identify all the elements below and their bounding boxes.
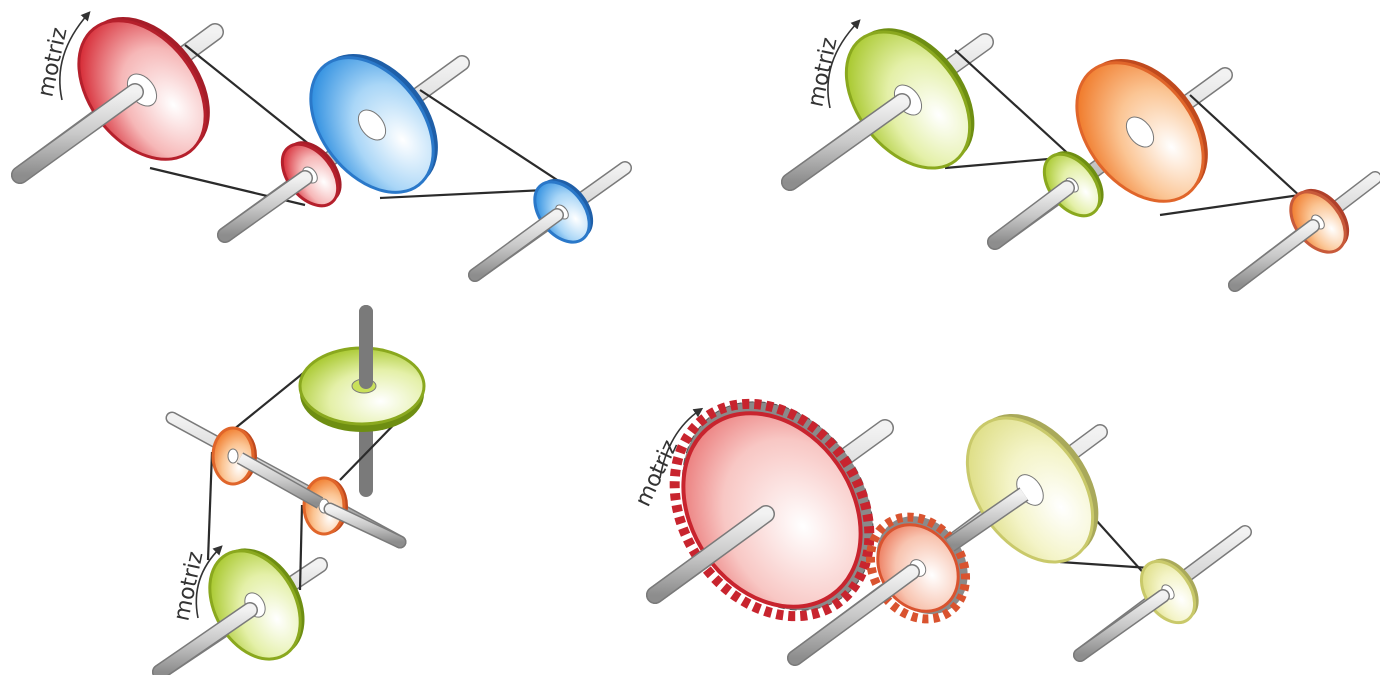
pulley-lime-driver	[191, 532, 323, 675]
diagram-bottom-left: motriz	[160, 312, 424, 675]
driver-label: motriz	[169, 549, 208, 623]
driver-label: motriz	[803, 35, 842, 109]
belt	[955, 50, 1075, 160]
diagram-top-left: motriz	[20, 0, 625, 275]
belt	[233, 366, 312, 430]
pulley-orange-small-left	[213, 428, 257, 484]
belt	[208, 452, 212, 560]
diagram-top-right: motriz	[790, 5, 1375, 285]
belt	[945, 158, 1060, 168]
driver-label: motriz	[33, 25, 72, 99]
diagram-bottom-right: motriz	[631, 363, 1245, 658]
pulley-pale-large	[942, 391, 1125, 586]
belt	[1190, 95, 1315, 210]
